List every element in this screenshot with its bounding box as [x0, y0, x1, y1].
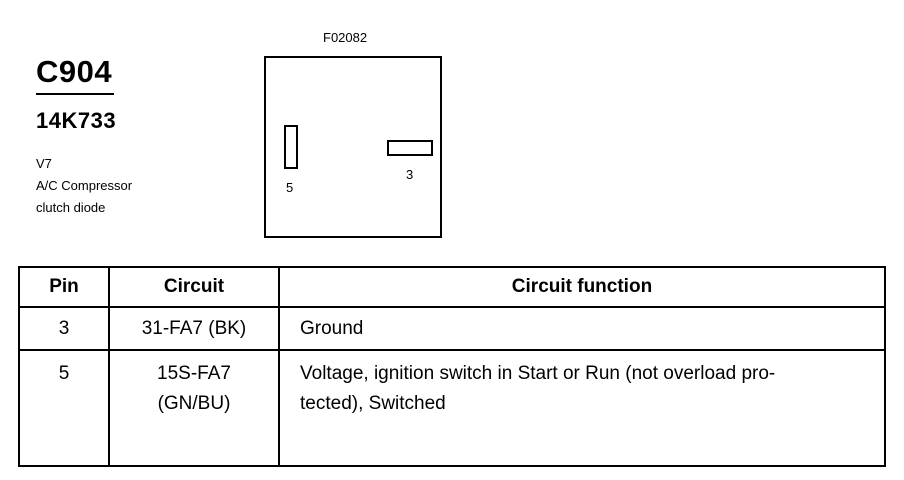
function-line: tected), Switched — [300, 393, 446, 414]
pin-5-label: 5 — [286, 180, 294, 195]
cell-function: Voltage, ignition switch in Start or Run… — [278, 349, 886, 467]
cell-pin: 5 — [18, 349, 110, 467]
description-line-1: V7 — [36, 156, 52, 171]
connector-face-diagram — [264, 56, 442, 238]
table-row: 3 31-FA7 (BK) Ground — [18, 306, 886, 351]
pin-3-terminal — [387, 140, 433, 156]
description-line-3: clutch diode — [36, 200, 106, 215]
connector-id: C904 — [36, 54, 113, 89]
figure-code: F02082 — [323, 30, 368, 45]
connector-id-underline — [36, 93, 114, 95]
header-circuit-function: Circuit function — [278, 266, 886, 308]
description-line-2: A/C Compressor — [36, 178, 133, 193]
cell-pin: 3 — [18, 306, 110, 351]
circuit-line: 31-FA7 (BK) — [141, 318, 247, 339]
function-line: Ground — [300, 318, 364, 339]
pinout-table: Pin Circuit Circuit function 3 31-FA7 (B… — [18, 266, 886, 467]
cell-circuit: 31-FA7 (BK) — [108, 306, 280, 351]
part-number: 14K733 — [36, 108, 117, 133]
cell-function: Ground — [278, 306, 886, 351]
header-pin: Pin — [18, 266, 110, 308]
table-header-row: Pin Circuit Circuit function — [18, 266, 886, 308]
pin-3-label: 3 — [406, 167, 414, 182]
function-line: Voltage, ignition switch in Start or Run… — [300, 363, 776, 384]
cell-circuit: 15S-FA7 (GN/BU) — [108, 349, 280, 467]
table-row: 5 15S-FA7 (GN/BU) Voltage, ignition swit… — [18, 349, 886, 467]
circuit-line: (GN/BU) — [157, 393, 231, 414]
pin-5-terminal — [284, 125, 298, 169]
header-circuit: Circuit — [108, 266, 280, 308]
circuit-line: 15S-FA7 — [157, 363, 231, 384]
